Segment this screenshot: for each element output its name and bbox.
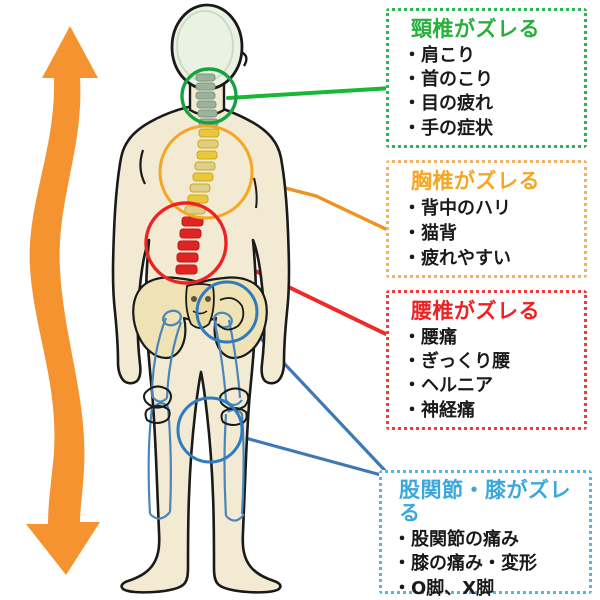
circle-thoracic <box>158 124 254 220</box>
symptom-item: ・腰痛 <box>403 327 457 349</box>
vertical-wavy-double-arrow-icon <box>26 26 100 575</box>
scapula-line-right <box>253 177 258 209</box>
symptom-item: ・ぎっくり腰 <box>403 351 511 373</box>
symptom-box-lumbar: 腰椎がズレる ・腰痛 ・ぎっくり腰 ・ヘルニア ・神経痛 <box>386 290 587 430</box>
symptom-item: ・肩こり <box>403 45 475 67</box>
symptom-item: ・疲れやすい <box>403 248 511 270</box>
symptom-box-hip-knee-heading: 股関節・膝がズレる <box>399 478 571 526</box>
spine-lumbar <box>175 216 204 275</box>
symptom-item: ・膝の痛み・変形 <box>393 553 537 575</box>
symptom-box-lumbar-heading: 腰椎がズレる <box>411 299 540 323</box>
symptom-item: ・背中のハリ <box>403 198 511 220</box>
circle-hip <box>195 280 259 344</box>
symptom-item: ・O脚、X脚 <box>393 577 495 599</box>
body-silhouette <box>111 102 291 594</box>
body-figure <box>111 3 291 594</box>
circle-lumbar <box>144 201 228 285</box>
circle-knee <box>176 396 244 464</box>
connector-cervical-line <box>226 86 394 100</box>
symptom-box-thoracic-heading: 胸椎がズレる <box>411 169 540 193</box>
highlight-circles <box>144 67 259 464</box>
symptom-item: ・股関節の痛み <box>393 529 519 551</box>
symptom-item: ・首のこり <box>403 69 493 91</box>
symptom-box-hip-knee: 股関節・膝がズレる ・股関節の痛み ・膝の痛み・変形 ・O脚、X脚 <box>379 470 592 598</box>
symptom-item: ・手の症状 <box>403 117 493 139</box>
hip-joint-outlines <box>217 297 245 331</box>
symptom-item: ・目の疲れ <box>403 93 493 115</box>
ear-right <box>240 50 248 67</box>
scapula-line-left <box>139 149 146 185</box>
circle-cervical <box>180 67 238 125</box>
symptom-item: ・猫背 <box>403 223 457 245</box>
connector-knee-line <box>236 434 394 480</box>
spine-thoracic <box>184 128 220 215</box>
symptom-box-cervical: 頸椎がズレる ・肩こり ・首のこり ・目の疲れ ・手の症状 <box>386 8 587 148</box>
symptom-box-thoracic: 胸椎がズレる ・背中のハリ ・猫背 ・疲れやすい <box>386 160 587 278</box>
symptom-box-cervical-heading: 頸椎がズレる <box>411 17 540 41</box>
symptom-item: ・神経痛 <box>403 399 475 421</box>
symptom-item: ・ヘルニア <box>403 375 493 397</box>
